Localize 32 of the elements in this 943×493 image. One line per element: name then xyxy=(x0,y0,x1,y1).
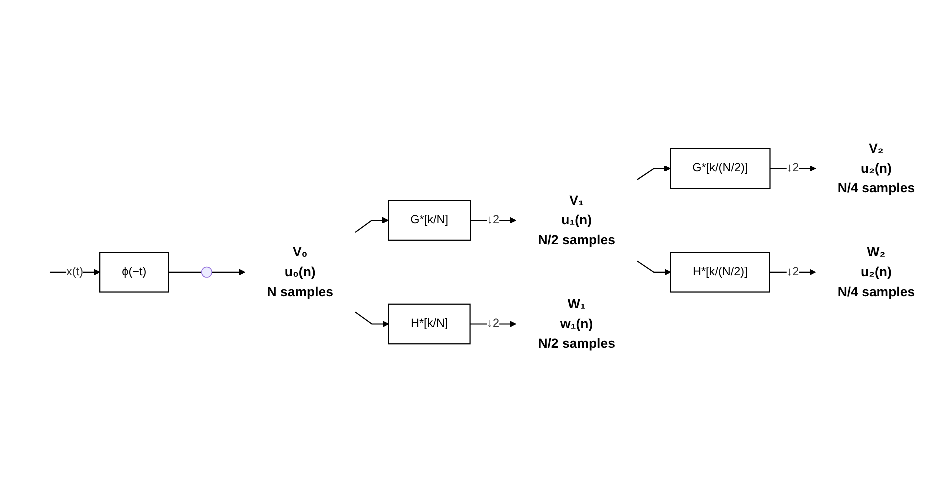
arrow xyxy=(355,217,389,233)
node-box: H*[k/(N/2)] xyxy=(670,252,770,293)
arrow xyxy=(470,321,516,328)
edge-label: ↓2 xyxy=(786,162,800,175)
edge-label: x(t) xyxy=(66,266,84,278)
edge-label: ↓2 xyxy=(786,266,800,278)
arrow xyxy=(212,269,246,276)
arrow xyxy=(637,166,671,180)
arrow xyxy=(637,260,672,276)
arrow xyxy=(470,217,516,224)
node-text: W₁ w₁(n) xyxy=(560,296,594,332)
node-text: V₁ u₁(n) xyxy=(562,193,592,228)
arrow xyxy=(355,312,390,328)
node-label: N/4 samples xyxy=(838,284,916,300)
node-text: W₂ u₂(n) xyxy=(861,244,892,280)
node-box: G*[k/N] xyxy=(388,200,472,241)
node-label: N/4 samples xyxy=(838,180,916,196)
arrow xyxy=(770,166,816,172)
node-box: H*[k/N] xyxy=(388,304,471,345)
arrow xyxy=(770,269,816,276)
edge-label: ↓2 xyxy=(487,318,500,330)
node-label: N/2 samples xyxy=(538,336,616,352)
edge-label: ↓2 xyxy=(487,214,500,226)
connector xyxy=(168,272,202,273)
node-label: N samples xyxy=(267,284,334,300)
node-text: V₂ u₂(n) xyxy=(861,141,892,176)
node-text: V₀ u₀(n) xyxy=(284,244,316,280)
node-label: N/2 samples xyxy=(538,232,616,248)
node-switch xyxy=(201,266,212,278)
node-box: G*[k/(N/2)] xyxy=(670,148,771,190)
arrow xyxy=(50,269,100,276)
node-box: ϕ(−t) xyxy=(100,252,170,293)
